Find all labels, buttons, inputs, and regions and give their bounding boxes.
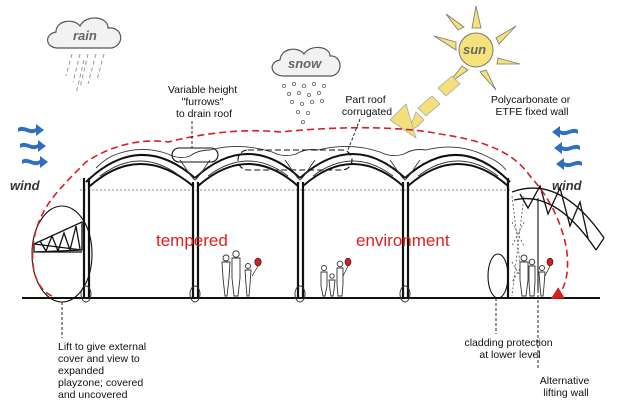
snowflakes-icon — [281, 81, 327, 125]
wind-arrows-right-icon — [552, 126, 582, 170]
lift-line-3: expanded — [58, 365, 104, 377]
balloon-icon — [251, 257, 554, 277]
lift-line-1: Lift to give external — [58, 341, 146, 353]
environment-envelope-line — [31, 126, 569, 300]
roof-line-1: Part roof — [345, 94, 385, 106]
wall-annotation: Polycarbonate or ETFE fixed wall — [491, 94, 573, 118]
furrows-line-2: "furrows" — [182, 96, 224, 108]
people-figures-icon — [221, 250, 546, 297]
furrows-line-1: Variable height — [168, 84, 237, 96]
alt-wall-line-2: lifting wall — [543, 387, 589, 399]
wind-arrows-left-icon — [18, 124, 48, 168]
right-lifting-truss — [511, 184, 605, 251]
structural-columns — [82, 178, 510, 298]
cladding-line-2: at lower level — [479, 349, 540, 361]
lattice-wall — [511, 195, 525, 297]
wind-label-right: wind — [552, 178, 583, 193]
lift-line-2: cover and view to — [58, 353, 140, 365]
rain-cloud-icon: rain — [47, 17, 122, 95]
rain-label: rain — [73, 28, 97, 43]
left-lifting-truss — [33, 220, 83, 253]
snow-cloud-icon: snow — [271, 46, 341, 125]
corrugated-roof — [95, 146, 507, 171]
roof-vaults — [85, 153, 511, 187]
roof-ribs — [99, 159, 499, 181]
snow-label: snow — [288, 56, 322, 71]
rain-drops-icon — [65, 53, 105, 95]
cladding-line-1: cladding protection — [464, 337, 552, 349]
lift-line-5: and uncovered — [58, 389, 128, 401]
alt-wall-line-1: Alternative — [540, 375, 590, 387]
roof-line-2: corrugated — [342, 106, 392, 118]
cladding-callout-ellipse — [487, 253, 509, 299]
furrow-callout-box — [171, 147, 219, 163]
sun-icon: sun — [433, 5, 521, 91]
alt-wall-annotation: Alternative lifting wall — [540, 375, 593, 399]
roof-annotation: Part roof corrugated — [342, 94, 392, 118]
lift-line-4: playzone; covered — [58, 377, 143, 389]
zone-label-tempered: tempered — [156, 231, 228, 250]
zone-label-environment: environment — [356, 231, 450, 250]
cladding-annotation: cladding protection at lower level — [464, 337, 555, 361]
wind-label-left: wind — [10, 178, 41, 193]
wall-line-1: Polycarbonate or — [491, 94, 571, 106]
corrugated-callout-box — [237, 149, 353, 171]
wall-line-2: ETFE fixed wall — [496, 106, 569, 118]
column-footings — [80, 285, 411, 303]
sun-label: sun — [463, 42, 486, 57]
furrows-annotation: Variable height "furrows" to drain roof — [168, 84, 240, 120]
furrows-line-3: to drain roof — [176, 108, 232, 120]
leader-lines — [61, 118, 539, 370]
lift-annotation: Lift to give external cover and view to … — [58, 341, 149, 401]
